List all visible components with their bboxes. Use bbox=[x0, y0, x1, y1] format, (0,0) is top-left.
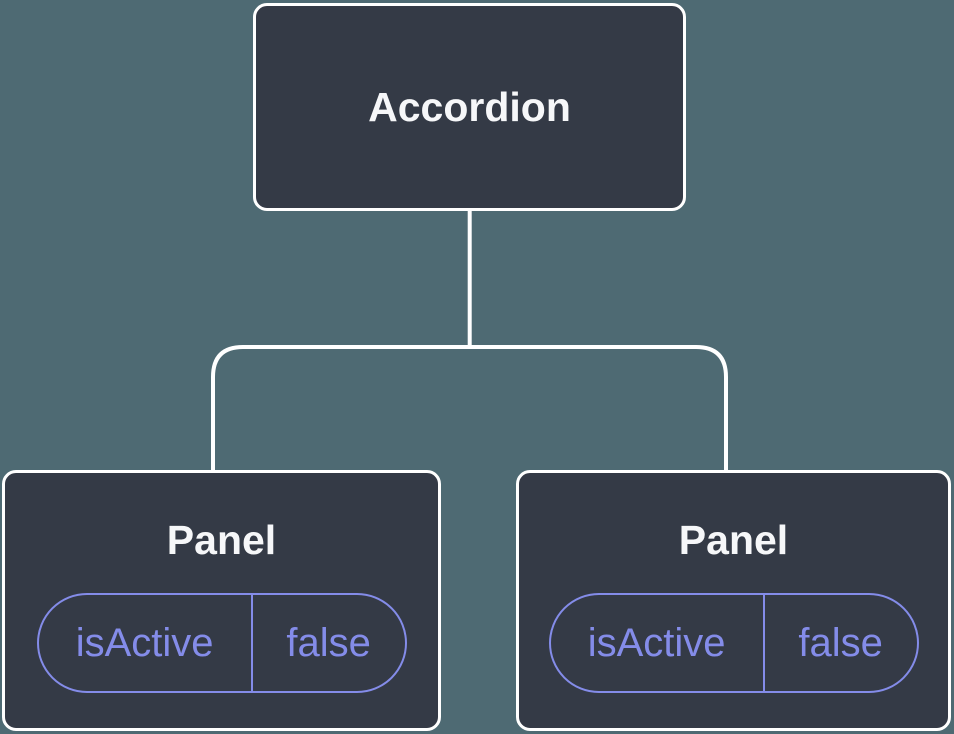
state-pill: isActive false bbox=[36, 593, 407, 693]
accordion-node: Accordion bbox=[253, 3, 686, 211]
prop-value: false bbox=[250, 595, 405, 691]
prop-name: isActive bbox=[75, 620, 214, 665]
panel-node-label: Panel bbox=[166, 517, 277, 563]
prop-name: isActive bbox=[587, 620, 726, 665]
connector-bracket bbox=[211, 345, 728, 470]
panel-node-right: Panel isActive false bbox=[516, 470, 951, 731]
panel-node-left: Panel isActive false bbox=[2, 470, 441, 731]
state-pill: isActive false bbox=[548, 593, 919, 693]
prop-value: false bbox=[762, 595, 917, 691]
accordion-node-label: Accordion bbox=[368, 84, 571, 130]
panel-node-label: Panel bbox=[678, 517, 789, 563]
